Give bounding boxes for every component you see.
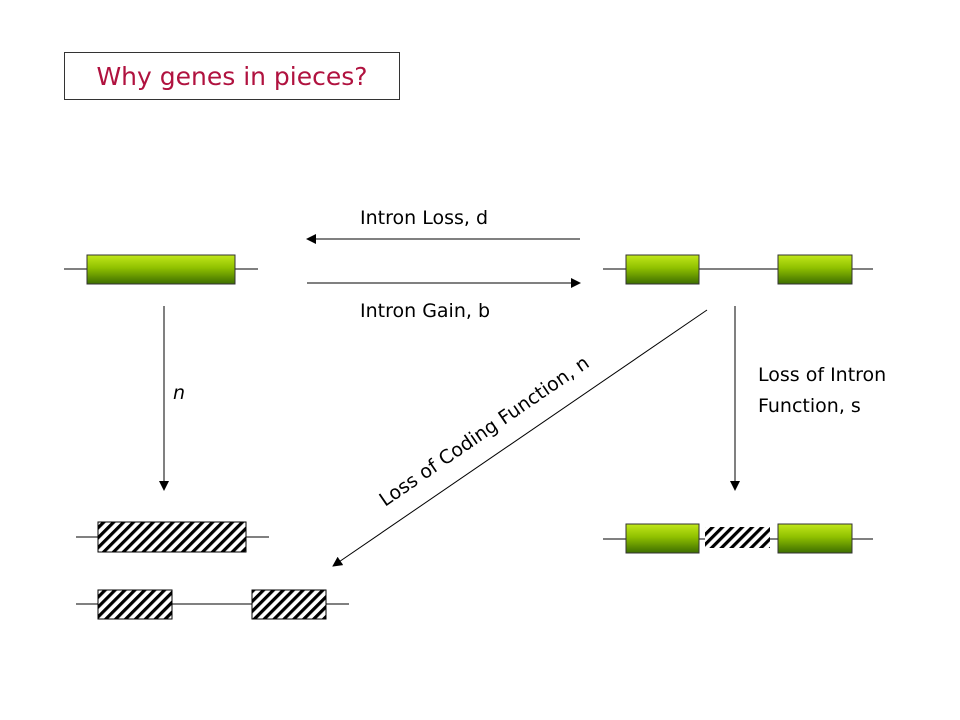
gene-nonfunctional-single: [76, 521, 269, 553]
hatched-intron: [705, 527, 770, 548]
exon-1: [625, 523, 700, 554]
hatched-exon: [97, 521, 247, 553]
exon-2: [777, 254, 853, 285]
gene-nonfunctional-split: [76, 589, 349, 620]
exon-2: [777, 523, 853, 554]
title-box: Why genes in pieces?: [64, 52, 400, 100]
arrow-coding-loss: [332, 309, 708, 567]
page-title: Why genes in pieces?: [96, 61, 368, 91]
hatched-exon-2: [251, 589, 327, 620]
label-coding-loss: Loss of Coding Function, n: [375, 352, 593, 511]
hatched-exon-1: [97, 589, 173, 620]
label-n: n: [173, 382, 185, 404]
label-intron-loss: Intron Loss, d: [360, 207, 488, 229]
label-intron-function-line2: Function, s: [758, 395, 861, 417]
label-intron-gain: Intron Gain, b: [360, 300, 490, 322]
exon-1: [625, 254, 700, 285]
gene-with-intron-top: [603, 254, 873, 285]
gene-intronless-top: [64, 254, 258, 285]
label-intron-function-line1: Loss of Intron: [758, 364, 886, 386]
exon: [86, 254, 236, 285]
gene-intron-nonfunctional: [603, 523, 873, 554]
